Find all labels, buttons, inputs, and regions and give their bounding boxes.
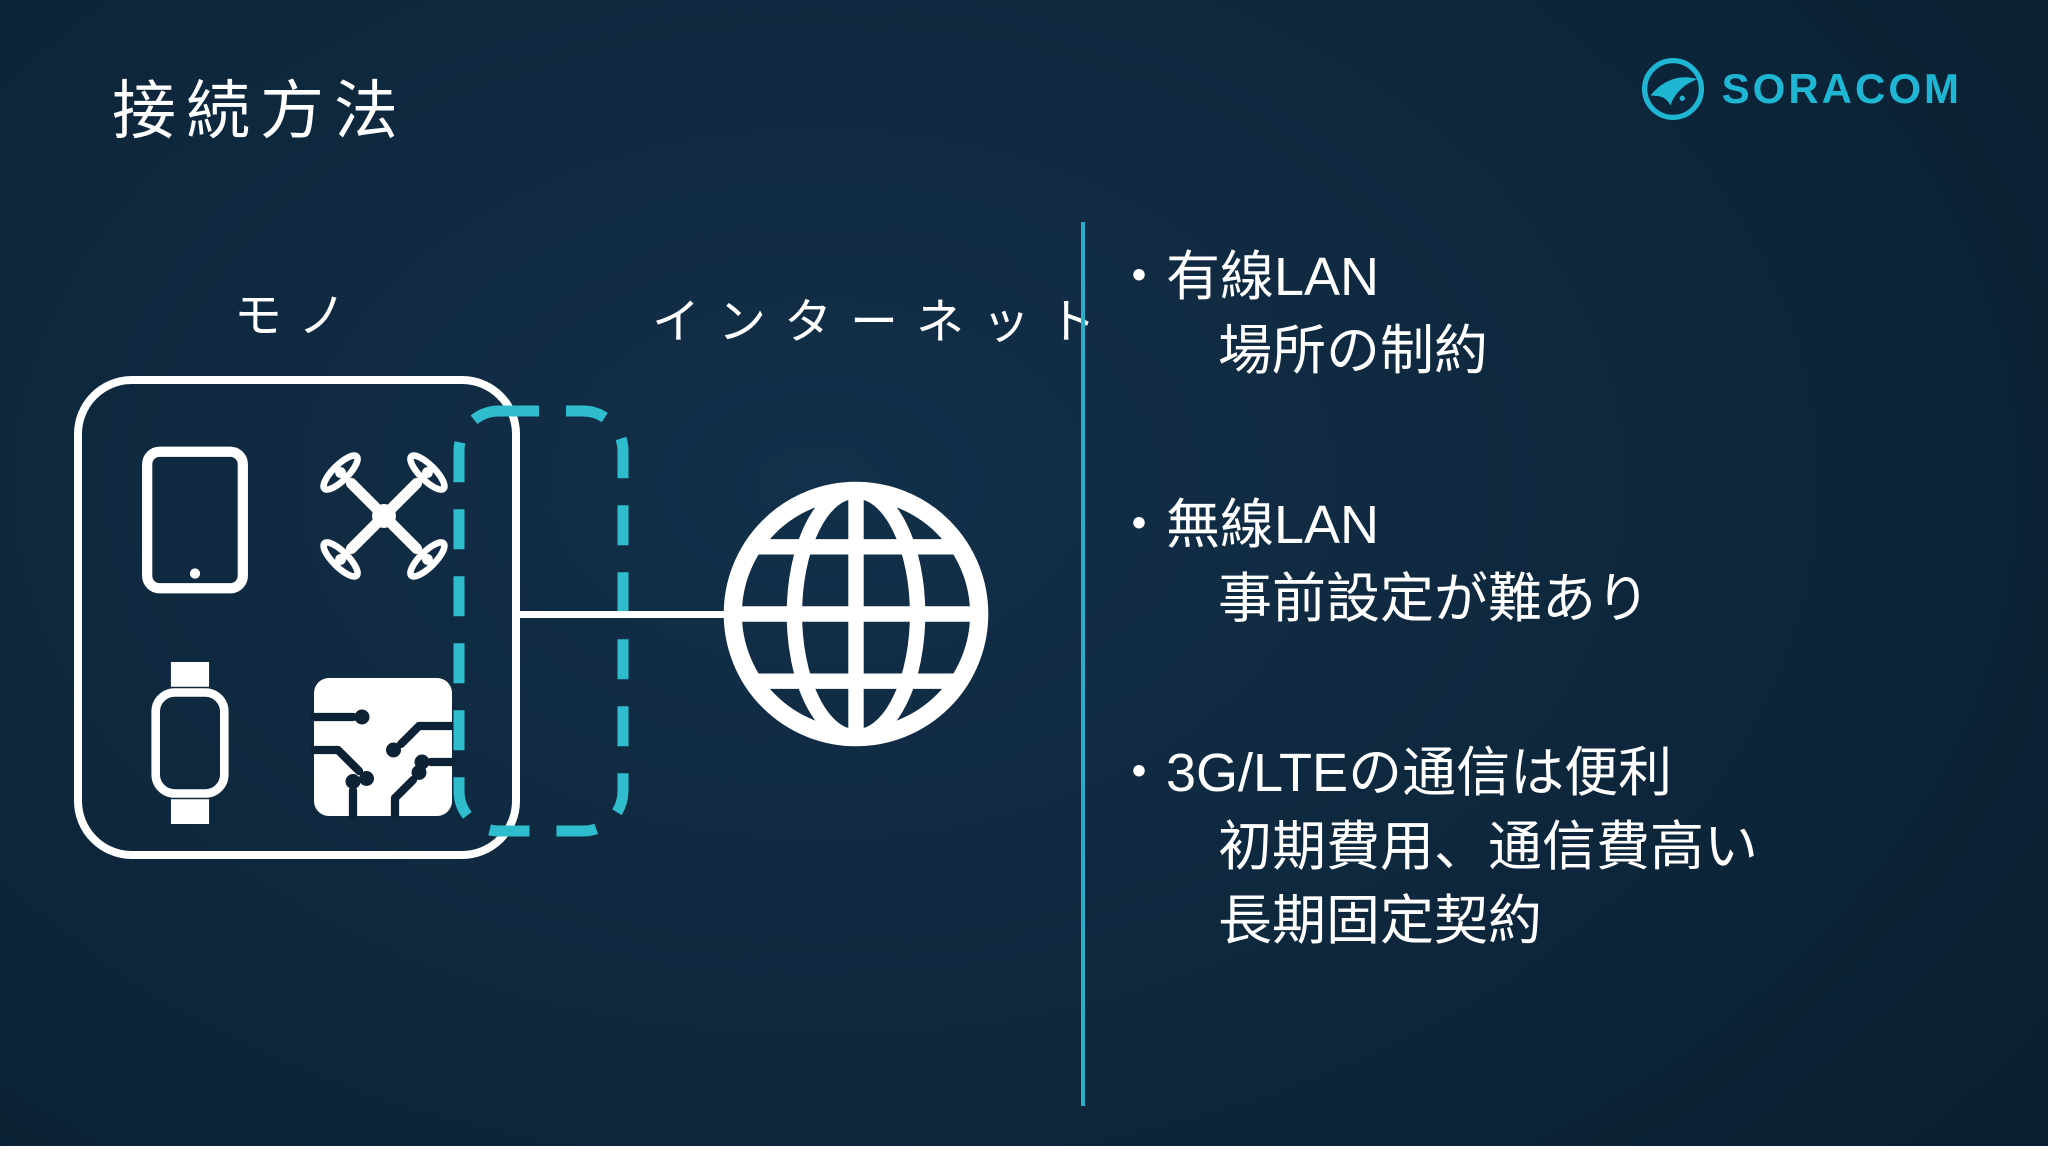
- globe-icon: [723, 481, 989, 747]
- internet-label: インターネット: [652, 296, 1115, 349]
- bottom-strip: [0, 1146, 2048, 1152]
- bullet-group-wired-lan: ・有線LAN 場所の制約: [1112, 240, 2032, 388]
- soracom-logo-text: SORACOM: [1721, 65, 1962, 112]
- things-box: [74, 376, 520, 859]
- bullet-subline: 長期固定契約: [1218, 891, 1542, 951]
- bullet-list: ・有線LAN 場所の制約 ・無線LAN 事前設定が難あり ・3G/LTEの通信は…: [1112, 240, 2032, 958]
- chip-icon: [309, 678, 457, 821]
- tablet-icon: [142, 446, 248, 594]
- bullet-subline: 事前設定が難あり: [1218, 569, 1650, 629]
- soracom-logo: SORACOM: [1640, 56, 1962, 122]
- drone-icon: [320, 452, 448, 580]
- bullet-group-cellular: ・3G/LTEの通信は便利 初期費用、通信費高い 長期固定契約: [1112, 736, 2032, 958]
- soracom-logo-icon: [1641, 57, 1704, 121]
- smartwatch-icon: [151, 662, 229, 824]
- page-title: 接続方法: [112, 75, 408, 147]
- vertical-divider: [1081, 222, 1085, 1106]
- connection-dashed-box: [453, 405, 629, 837]
- bullet-subline: 場所の制約: [1218, 321, 1488, 381]
- things-label: モノ: [234, 290, 363, 343]
- bullet-title: ・有線LAN: [1112, 247, 1380, 307]
- bullet-group-wireless-lan: ・無線LAN 事前設定が難あり: [1112, 488, 2032, 636]
- connector-line: [518, 611, 736, 618]
- bullet-title: ・無線LAN: [1112, 495, 1380, 555]
- bullet-subline: 初期費用、通信費高い: [1218, 817, 1758, 877]
- bullet-title: ・3G/LTEの通信は便利: [1112, 743, 1673, 803]
